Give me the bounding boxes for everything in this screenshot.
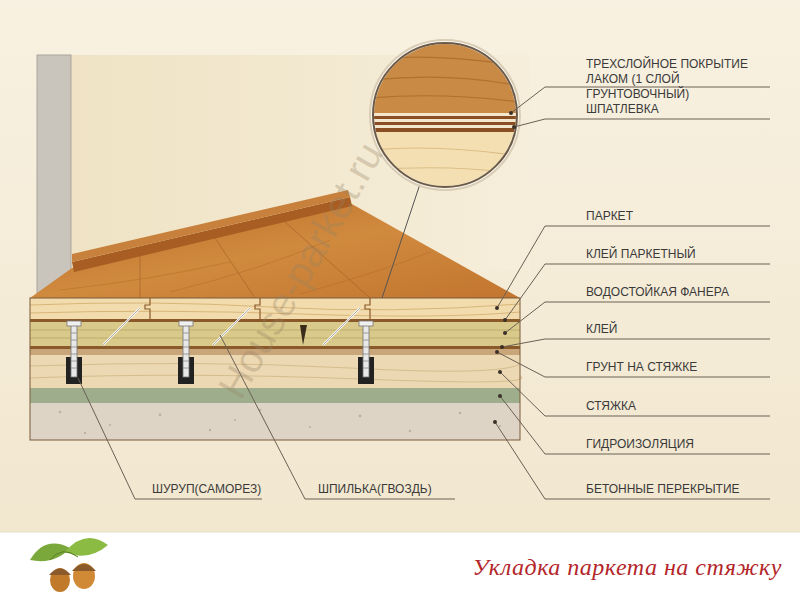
layer-label: БЕТОННЫЕ ПЕРЕКРЫТИЕ xyxy=(586,482,740,497)
layer-label: ТРЕХСЛОЙНОЕ ПОКРЫТИЕ ЛАКОМ (1 СЛОЙ ГРУНТ… xyxy=(586,57,786,102)
layer-label: КЛЕЙ xyxy=(586,322,618,337)
layer-label: КЛЕЙ ПАРКЕТНЫЙ xyxy=(586,247,696,262)
layer-label: ГРУНТ НА СТЯЖКЕ xyxy=(586,360,697,375)
caption: Укладка паркета на стяжку xyxy=(473,552,782,582)
layer-label: СТЯЖКА xyxy=(586,399,636,414)
layer-label: ПАРКЕТ xyxy=(586,209,633,224)
layer-label: ШПАТЛЕВКА xyxy=(586,102,659,117)
part-label: ШПИЛЬКА(ГВОЗДЬ) xyxy=(318,482,432,497)
layer-label: ВОДОСТОЙКАЯ ФАНЕРА xyxy=(586,285,729,300)
watermark: House-parket.ru xyxy=(209,135,391,405)
layer-label: ГИДРОИЗОЛЯЦИЯ xyxy=(586,437,694,452)
part-label: ШУРУП(САМОРЕЗ) xyxy=(152,482,261,497)
